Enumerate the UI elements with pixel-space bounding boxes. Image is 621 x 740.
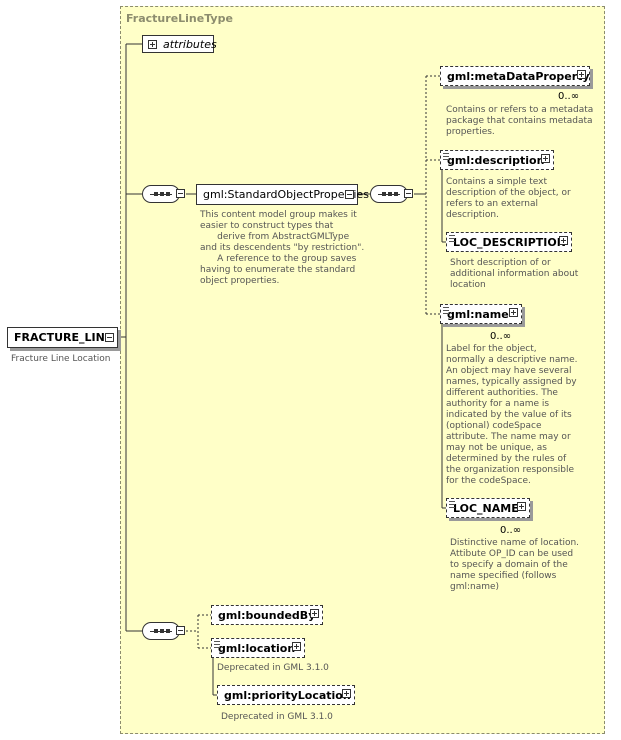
multiplicity-label: 0..∞ — [490, 331, 512, 342]
note-line: additional information about — [450, 269, 579, 279]
note-line: name specified (follows — [450, 571, 557, 581]
note-line: Contains a simple text — [446, 177, 547, 187]
element-label: LOC_DESCRIPTION — [453, 236, 566, 249]
note-line: derive from AbstractGMLType — [200, 232, 350, 242]
documentation-icon — [443, 153, 449, 160]
element-note: Label for the object, normally a descrip… — [446, 344, 578, 487]
note-line: and its descendents "by restriction". — [200, 243, 365, 253]
note-line: A reference to the group saves — [200, 254, 357, 264]
type-container — [120, 6, 605, 734]
note-line: Short description of or — [450, 258, 551, 268]
collapse-icon[interactable] — [176, 189, 185, 198]
element-label: gml:name — [447, 308, 509, 321]
documentation-icon — [214, 641, 220, 648]
multiplicity-label: 0..∞ — [558, 91, 580, 102]
element-note: Deprecated in GML 3.1.0 — [217, 663, 329, 673]
element-label: gml:boundedBy — [218, 609, 316, 622]
note-line: package that contains metadata — [446, 116, 593, 126]
expand-icon[interactable] — [342, 689, 351, 698]
note-line: This content model group makes it — [200, 210, 357, 220]
root-element-label: FRACTURE_LINE — [14, 331, 113, 344]
root-element-fracture-line[interactable]: FRACTURE_LINE — [7, 327, 118, 348]
element-label: LOC_NAME — [453, 502, 519, 515]
element-metadataproperty[interactable]: gml:metaDataProperty — [440, 66, 590, 86]
note-line: An object may have several — [446, 366, 572, 376]
attributes-label: attributes — [163, 38, 217, 51]
element-note: Deprecated in GML 3.1.0 — [221, 712, 333, 722]
note-line: properties. — [446, 127, 495, 137]
note-line: normally a descriptive name. — [446, 355, 578, 365]
note-line: location — [450, 280, 486, 290]
expand-icon[interactable] — [559, 236, 568, 245]
expand-icon[interactable] — [148, 40, 157, 49]
note-line: Distinctive name of location. — [450, 538, 580, 548]
note-line: easier to construct types that — [200, 221, 334, 231]
element-name[interactable]: gml:name — [440, 304, 522, 324]
sequence-compositor-1 — [142, 185, 180, 203]
element-label: gml:metaDataProperty — [447, 70, 590, 83]
note-line: determined by the rules of — [446, 454, 567, 464]
note-line: refers to an external — [446, 199, 539, 209]
note-line: (optional) codeSpace — [446, 421, 542, 431]
expand-icon[interactable] — [577, 70, 586, 79]
element-note: Distinctive name of location. Attibute O… — [450, 538, 579, 593]
note-line: to specify a domain of the — [450, 560, 568, 570]
element-location[interactable]: gml:location — [211, 638, 305, 658]
expand-icon[interactable] — [509, 308, 518, 317]
element-boundedby[interactable]: gml:boundedBy — [211, 605, 323, 625]
note-line: description of the object, or — [446, 188, 571, 198]
group-label: gml:StandardObjectProperties — [203, 188, 369, 201]
note-line: authority for a name is — [446, 399, 550, 409]
note-line: for the codeSpace. — [446, 476, 531, 486]
element-loc-description[interactable]: LOC_DESCRIPTION — [446, 232, 572, 252]
collapse-icon[interactable] — [105, 333, 114, 342]
expand-icon[interactable] — [541, 154, 550, 163]
note-line: Contains or refers to a metadata — [446, 105, 594, 115]
multiplicity-label: 0..∞ — [500, 525, 522, 536]
documentation-icon — [443, 307, 449, 314]
note-line: names, typically assigned by — [446, 377, 577, 387]
type-title: FractureLineType — [126, 12, 233, 25]
element-label: gml:location — [218, 642, 296, 655]
collapse-icon[interactable] — [345, 190, 354, 199]
root-element-note: Fracture Line Location — [11, 354, 111, 364]
element-label: gml:priorityLocation — [224, 689, 351, 702]
note-line: description. — [446, 210, 499, 220]
element-note: Short description of or additional infor… — [450, 258, 578, 291]
note-line: different authorities. The — [446, 388, 558, 398]
expand-icon[interactable] — [310, 609, 319, 618]
attributes-node[interactable]: attributes — [142, 35, 217, 53]
note-line: gml:name) — [450, 582, 500, 592]
element-note: Contains or refers to a metadata package… — [446, 105, 593, 138]
element-description[interactable]: gml:description — [440, 150, 554, 170]
note-line: may not be unique, as — [446, 443, 547, 453]
expand-icon[interactable] — [517, 502, 526, 511]
note-line: the organization responsible — [446, 465, 575, 475]
sequence-compositor-3 — [142, 622, 180, 640]
note-line: attribute. The name may or — [446, 432, 571, 442]
group-note: This content model group makes it easier… — [200, 210, 370, 287]
group-standard-object-properties[interactable]: gml:StandardObjectProperties — [196, 184, 369, 205]
documentation-icon — [449, 501, 455, 508]
note-line: indicated by the value of its — [446, 410, 572, 420]
sequence-compositor-2 — [370, 185, 408, 203]
note-line: Label for the object, — [446, 344, 537, 354]
element-note: Contains a simple text description of th… — [446, 177, 571, 221]
element-label: gml:description — [447, 154, 545, 167]
element-loc-name[interactable]: LOC_NAME — [446, 498, 530, 518]
element-prioritylocation[interactable]: gml:priorityLocation — [217, 685, 355, 705]
note-line: Attibute OP_ID can be used — [450, 549, 574, 559]
collapse-icon[interactable] — [404, 189, 413, 198]
note-line: object properties. — [200, 276, 280, 286]
expand-icon[interactable] — [292, 642, 301, 651]
note-line: having to enumerate the standard — [200, 265, 356, 275]
documentation-icon — [449, 235, 455, 242]
collapse-icon[interactable] — [176, 626, 185, 635]
